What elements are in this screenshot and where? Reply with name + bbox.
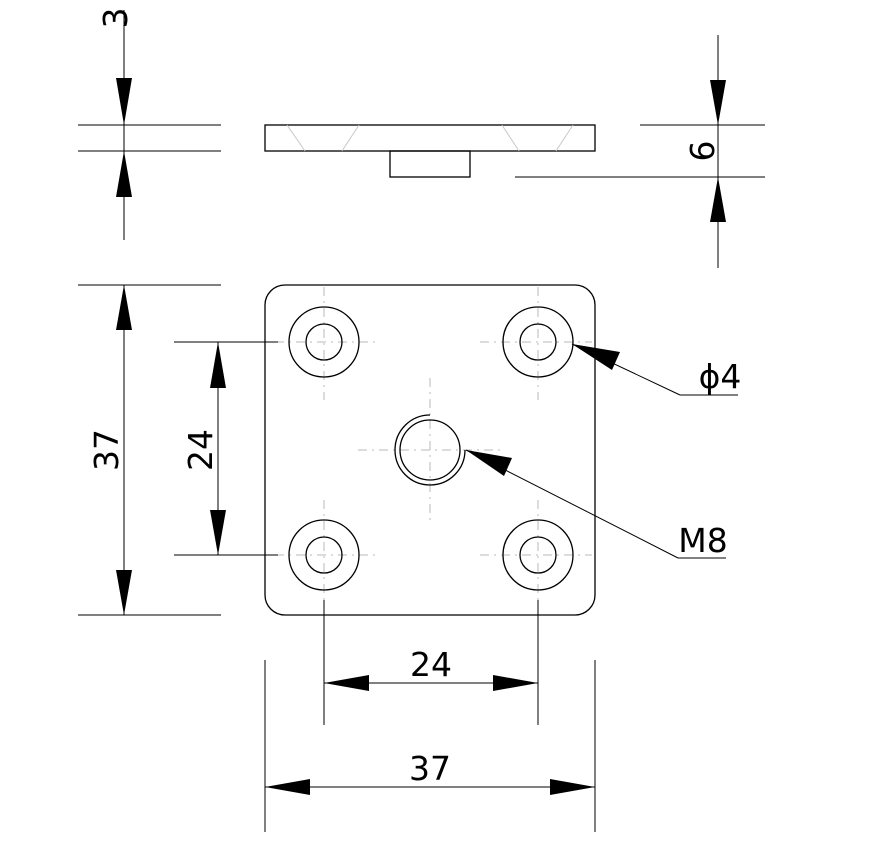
arrow-left (265, 779, 310, 795)
arrow-left (324, 675, 369, 691)
threaded-hole-m8 (394, 414, 466, 486)
dimension-total-height: 6 (515, 35, 765, 268)
leader-thread: M8 (465, 449, 728, 560)
mounting-hole-top-right (502, 306, 574, 378)
arrow-up (116, 151, 132, 197)
arrow-down (116, 570, 132, 615)
arrow-right (550, 779, 595, 795)
dimension-label-3: 3 (96, 8, 135, 29)
mounting-hole-bottom-left (288, 519, 360, 591)
dimension-label-m8: M8 (678, 521, 727, 560)
dimension-label-6: 6 (683, 141, 722, 162)
arrow-up (116, 285, 132, 330)
dimension-label-diameter-4: ϕ4 (699, 357, 742, 396)
arrow-up (710, 177, 726, 222)
dimension-label-24-vertical: 24 (181, 429, 220, 471)
dimension-label-37-horizontal: 37 (409, 749, 451, 788)
dimension-hole-spacing-horizontal: 24 (323, 600, 539, 725)
dimension-plate-thickness: 3 (78, 8, 221, 240)
arrow-down (210, 510, 226, 555)
leader-hole-diameter: ϕ4 (571, 343, 742, 396)
leader-arrow (466, 450, 512, 476)
arrow-down (710, 80, 726, 125)
dimension-plate-height: 37 (78, 284, 221, 616)
center-lines (275, 287, 592, 612)
arrow-down (116, 78, 132, 125)
arrow-right (493, 675, 538, 691)
mounting-hole-top-left (288, 306, 360, 378)
mounting-hole-bottom-right (502, 519, 574, 591)
top-view (264, 284, 596, 616)
leader-arrow (572, 344, 620, 370)
dimension-hole-spacing-vertical: 24 (174, 341, 278, 556)
top-view-plate (264, 284, 596, 616)
dimension-label-37-vertical: 37 (87, 429, 126, 471)
side-view-boss (389, 150, 471, 178)
arrow-up (210, 342, 226, 388)
side-view-plate (264, 124, 596, 152)
side-view (264, 124, 596, 178)
dimension-label-24-horizontal: 24 (410, 645, 452, 684)
dimension-plate-width: 37 (264, 660, 596, 832)
side-view-countersinks (286, 124, 574, 152)
